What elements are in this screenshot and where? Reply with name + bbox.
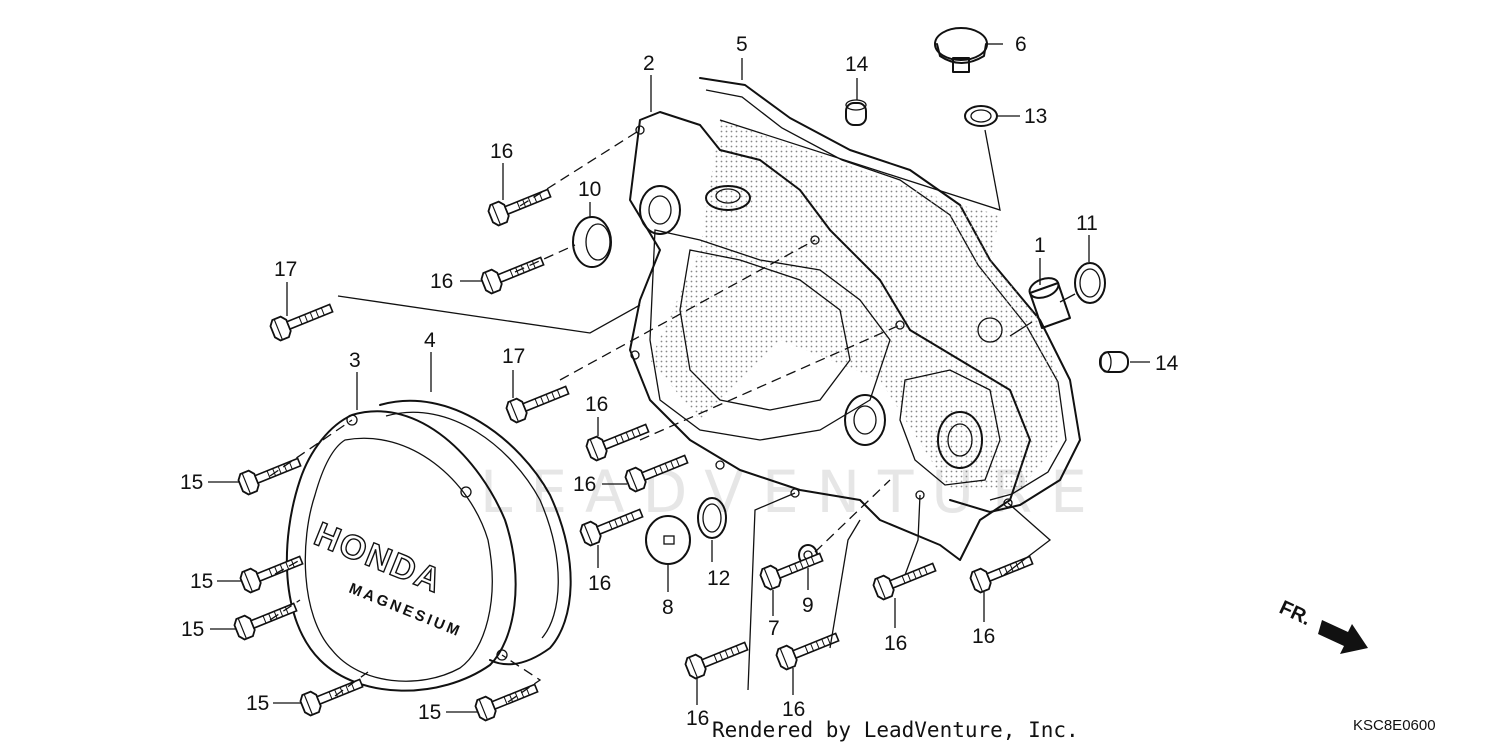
bolt-17-b (503, 379, 573, 425)
cover-hole-8 (1003, 498, 1013, 508)
callout-16-c: 16 (585, 393, 608, 416)
o-ring-13-inner (970, 109, 992, 123)
callout-4: 4 (424, 329, 436, 352)
bolt-15-a (235, 451, 305, 497)
cover-hole-9 (977, 317, 1003, 343)
bolt-16-b (478, 250, 548, 296)
o-ring-11-inner (1079, 268, 1101, 298)
callout-15-b: 15 (190, 570, 213, 593)
dowel-pin-14-right (1099, 351, 1129, 373)
diagram-code: KSC8E0600 (1353, 717, 1436, 734)
callout-15-d: 15 (246, 692, 269, 715)
bolt-17-a (267, 297, 337, 343)
callout-13: 13 (1024, 105, 1047, 128)
cover-hole-6 (790, 488, 800, 498)
crankcase-cover-2-inner (679, 249, 851, 411)
rendered-by-credit: Rendered by LeadVenture, Inc. (712, 718, 1079, 742)
o-ring-13 (964, 105, 998, 127)
callout-15-c: 15 (181, 618, 204, 641)
callout-3: 3 (349, 349, 361, 372)
oil-filler-cap-6 (934, 27, 988, 73)
callout-14-top: 14 (845, 53, 869, 76)
clutch-cover-hole-2 (460, 486, 472, 498)
callout-6: 6 (1015, 33, 1027, 56)
oil-seal-bore (639, 185, 681, 235)
oil-seal-10 (572, 216, 612, 268)
filler-boss (705, 185, 751, 211)
plug-8 (645, 515, 691, 565)
o-ring-12 (697, 497, 727, 539)
callout-16-i: 16 (782, 698, 805, 721)
oil-seal-10-inner (585, 223, 611, 261)
clutch-cover-3 (285, 410, 517, 692)
cover-hole-3 (895, 320, 905, 330)
bolt-16-f (870, 556, 940, 602)
callout-8: 8 (662, 596, 674, 619)
center-bore (844, 394, 886, 446)
clutch-cover-hole-3 (496, 649, 508, 661)
clutch-cover-hole-1 (346, 414, 358, 426)
cover-hole-2 (810, 235, 820, 245)
callout-16-h: 16 (686, 707, 709, 730)
callout-16-b: 16 (430, 270, 453, 293)
clutch-cover-3-face (304, 437, 493, 682)
cover-brand-text: HONDA (309, 515, 448, 601)
bolt-15-c (231, 596, 301, 642)
gasket-4-inner (385, 411, 559, 639)
dowel-pin-14-top (845, 99, 867, 126)
callout-16-g: 16 (972, 625, 995, 648)
bolt-15-d (297, 672, 367, 718)
cover-hole-1 (635, 125, 645, 135)
callout-2: 2 (643, 52, 655, 75)
right-boss (899, 369, 1001, 486)
bushing-1 (1028, 277, 1071, 329)
callout-1: 1 (1034, 234, 1046, 257)
callout-16-d: 16 (573, 473, 596, 496)
filler-boss-inner (715, 188, 741, 204)
bolt-15-e (472, 677, 542, 723)
callout-16-a: 16 (490, 140, 513, 163)
callout-7: 7 (768, 617, 780, 640)
callout-17-a: 17 (274, 258, 297, 281)
arrow-right-icon (1318, 620, 1368, 654)
o-ring-12-inner (702, 503, 722, 533)
bolt-7 (757, 546, 827, 592)
bolt-15-b (237, 549, 307, 595)
callout-15-e: 15 (418, 701, 441, 724)
callout-16-f: 16 (884, 632, 907, 655)
o-ring-11 (1074, 262, 1106, 304)
center-bore-inner (853, 405, 877, 435)
callout-15-a: 15 (180, 471, 203, 494)
cover-hole-5 (715, 460, 725, 470)
callout-9: 9 (802, 594, 814, 617)
callout-17-b: 17 (502, 345, 525, 368)
fr-label: FR. (1276, 597, 1314, 631)
gasket-shading (650, 120, 1060, 490)
callout-10: 10 (578, 178, 601, 201)
bolt-16-g (967, 549, 1037, 595)
front-direction-indicator: FR. (1276, 597, 1368, 654)
oil-seal-bore-inner (648, 195, 672, 225)
callout-5: 5 (736, 33, 748, 56)
crankcase-cover-2-rim (649, 229, 891, 441)
bolt-16-a (485, 182, 555, 228)
cover-hole-4 (630, 350, 640, 360)
right-bore (937, 411, 983, 469)
bolt-16-h (682, 635, 752, 681)
crankcase-cover-2 (629, 111, 1031, 561)
callout-12: 12 (707, 567, 730, 590)
right-bore-inner (947, 423, 973, 457)
callout-16-e: 16 (588, 572, 611, 595)
gasket-4 (379, 399, 572, 666)
callout-11: 11 (1076, 212, 1098, 235)
callout-14-right: 14 (1155, 352, 1179, 375)
leader-lines (208, 43, 1150, 713)
bolt-16-i (773, 626, 843, 672)
